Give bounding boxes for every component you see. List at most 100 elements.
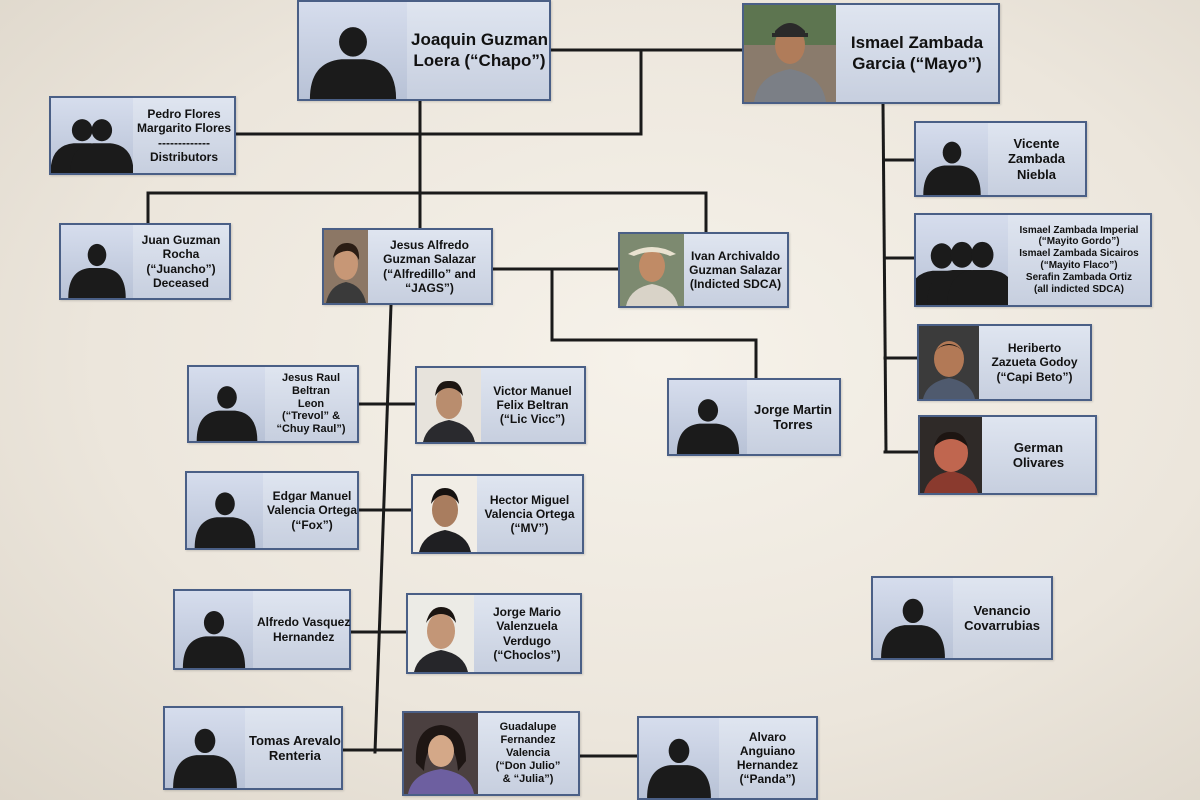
name-line: Zambada [1007,151,1066,167]
status-line: Deceased [152,275,210,290]
name-line: Beltran [292,384,330,397]
name-line: Valencia Ortega [267,503,358,518]
name-line: Alfredo Vasquez [257,615,351,630]
silhouette-icon [189,367,265,441]
name-line: Serafin Zambada Ortiz [1025,271,1133,283]
name-line: Jesus Alfredo [390,238,469,253]
connector [881,102,888,454]
name-line: Guzman Salazar [383,252,476,267]
name-line: Garcia (“Mayo”) [852,53,982,73]
name-line: Rocha [162,247,200,262]
silhouette-icon [165,708,245,788]
portrait-photo [404,713,478,794]
name-line: Hernandez [736,758,799,772]
silhouette-icon [187,473,263,548]
name-line: Anguiano [739,743,796,758]
name-line: Ismael Zambada Sicairos [1019,248,1139,260]
alias-line: (“MV”) [510,521,549,536]
portrait-photo [417,368,481,442]
alias-line: “JAGS”) [405,280,454,295]
portrait-photo [920,417,982,493]
name-line: Jesus Raul [281,371,341,384]
name-line: Jorge Mario [492,605,561,620]
alias-line: (“Trevol” & [281,410,341,423]
name-line: Tomas Arevalo [249,732,341,748]
portrait-photo [620,234,684,306]
name-line: Torres [773,417,813,432]
name-line: Ismael Zambada [850,33,984,53]
name-line: Hector Miguel [489,492,570,507]
name-line: Valenzuela [496,619,558,634]
alias-line: (“Capi Beto”) [996,369,1073,384]
name-line: German [1013,439,1064,455]
silhouette-icon [61,225,133,298]
alias-line: (“Mayito Gordo”) [1038,236,1120,248]
alias-line: (“Alfredillo” and [383,266,476,281]
alias-line: (“Mayito Flaco”) [1040,260,1118,271]
name-line: Vicente [1013,136,1060,151]
separator-line: ------------- [158,135,210,150]
name-line: Ivan Archivaldo [691,248,780,263]
name-line: Joaquin Guzman [411,30,548,50]
portrait-photo [324,230,368,303]
name-line: Heriberto [1007,341,1062,356]
silhouette-icon [669,380,747,454]
name-line: Verdugo [502,633,551,648]
portrait-photo [919,326,979,399]
name-line: Alvaro [748,729,787,744]
card-zambada-sons: Ismael Zambada Imperial(“Mayito Gordo”)I… [914,213,1152,307]
name-line: Ismael Zambada Imperial [1019,224,1139,236]
name-line: Pedro Flores [147,107,221,122]
alias-line: (“Panda”) [739,772,796,787]
name-line: Victor Manuel [493,383,572,398]
alias-line: & “Julia”) [502,772,554,785]
name-line: Olivares [1012,455,1065,470]
name-line: Juan Guzman [141,233,221,248]
role-line: Distributors [150,149,219,164]
name-line: Jorge Martin [753,401,832,417]
portrait-photo [413,476,477,552]
name-line: Venancio [973,602,1031,618]
silhouette-pair-icon [51,98,133,173]
alias-line: “Chuy Raul”) [276,423,346,436]
name-line: Fernandez [500,734,556,747]
status-line: (Indicted SDCA) [689,277,782,292]
name-line: Renteria [268,748,321,763]
name-line: Valencia Ortega [484,506,575,521]
alias-line: (“Fox”) [291,517,333,532]
name-line: Guzman Salazar [689,262,782,277]
silhouette-icon [175,591,253,668]
alias-line: (“Choclos”) [493,647,561,662]
silhouette-icon [873,578,953,658]
name-line: Loera (“Chapo”) [413,50,546,70]
silhouette-group-icon [916,215,1008,305]
name-line: Guadalupe [499,721,557,734]
alias-line: (“Don Julio” [495,759,561,772]
name-line: Felix Beltran [496,397,569,412]
name-line: Covarrubias [964,618,1040,633]
name-line: Hernandez [273,629,335,644]
name-line: Valencia [505,747,551,760]
name-line: Niebla [1016,166,1056,182]
